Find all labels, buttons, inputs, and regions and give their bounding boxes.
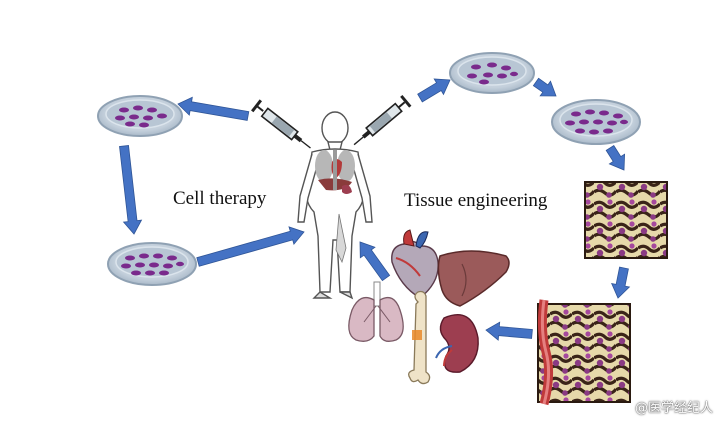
bone-icon bbox=[408, 290, 431, 385]
flow-arrow bbox=[177, 96, 250, 121]
lung-icon bbox=[348, 281, 404, 342]
flow-arrow bbox=[196, 226, 305, 267]
scaffold-icon bbox=[537, 299, 631, 406]
flow-arrows bbox=[119, 77, 631, 341]
watermark: @医学经纪人 bbox=[634, 401, 713, 416]
cell-therapy-label: Cell therapy bbox=[173, 188, 267, 209]
flow-arrow bbox=[359, 241, 391, 282]
syringe-icon bbox=[353, 94, 412, 146]
scaffold-icon bbox=[584, 181, 668, 259]
tissue-engineering-label: Tissue engineering bbox=[404, 190, 548, 211]
culture-dish-icon bbox=[107, 242, 197, 286]
flow-arrow bbox=[417, 78, 451, 103]
body-organs bbox=[315, 150, 355, 264]
flow-arrow bbox=[485, 321, 533, 341]
culture-dish-icon bbox=[551, 99, 641, 145]
flow-arrow bbox=[119, 145, 143, 235]
syringe-icon bbox=[251, 99, 311, 149]
culture-dish-icon bbox=[97, 95, 183, 137]
culture-dish-icon bbox=[449, 52, 535, 94]
flow-arrow bbox=[611, 266, 631, 299]
kidney-icon bbox=[435, 314, 479, 373]
flow-arrow bbox=[532, 77, 557, 97]
heart-icon bbox=[391, 229, 439, 299]
flow-arrow bbox=[605, 145, 626, 171]
liver-icon bbox=[437, 250, 510, 307]
